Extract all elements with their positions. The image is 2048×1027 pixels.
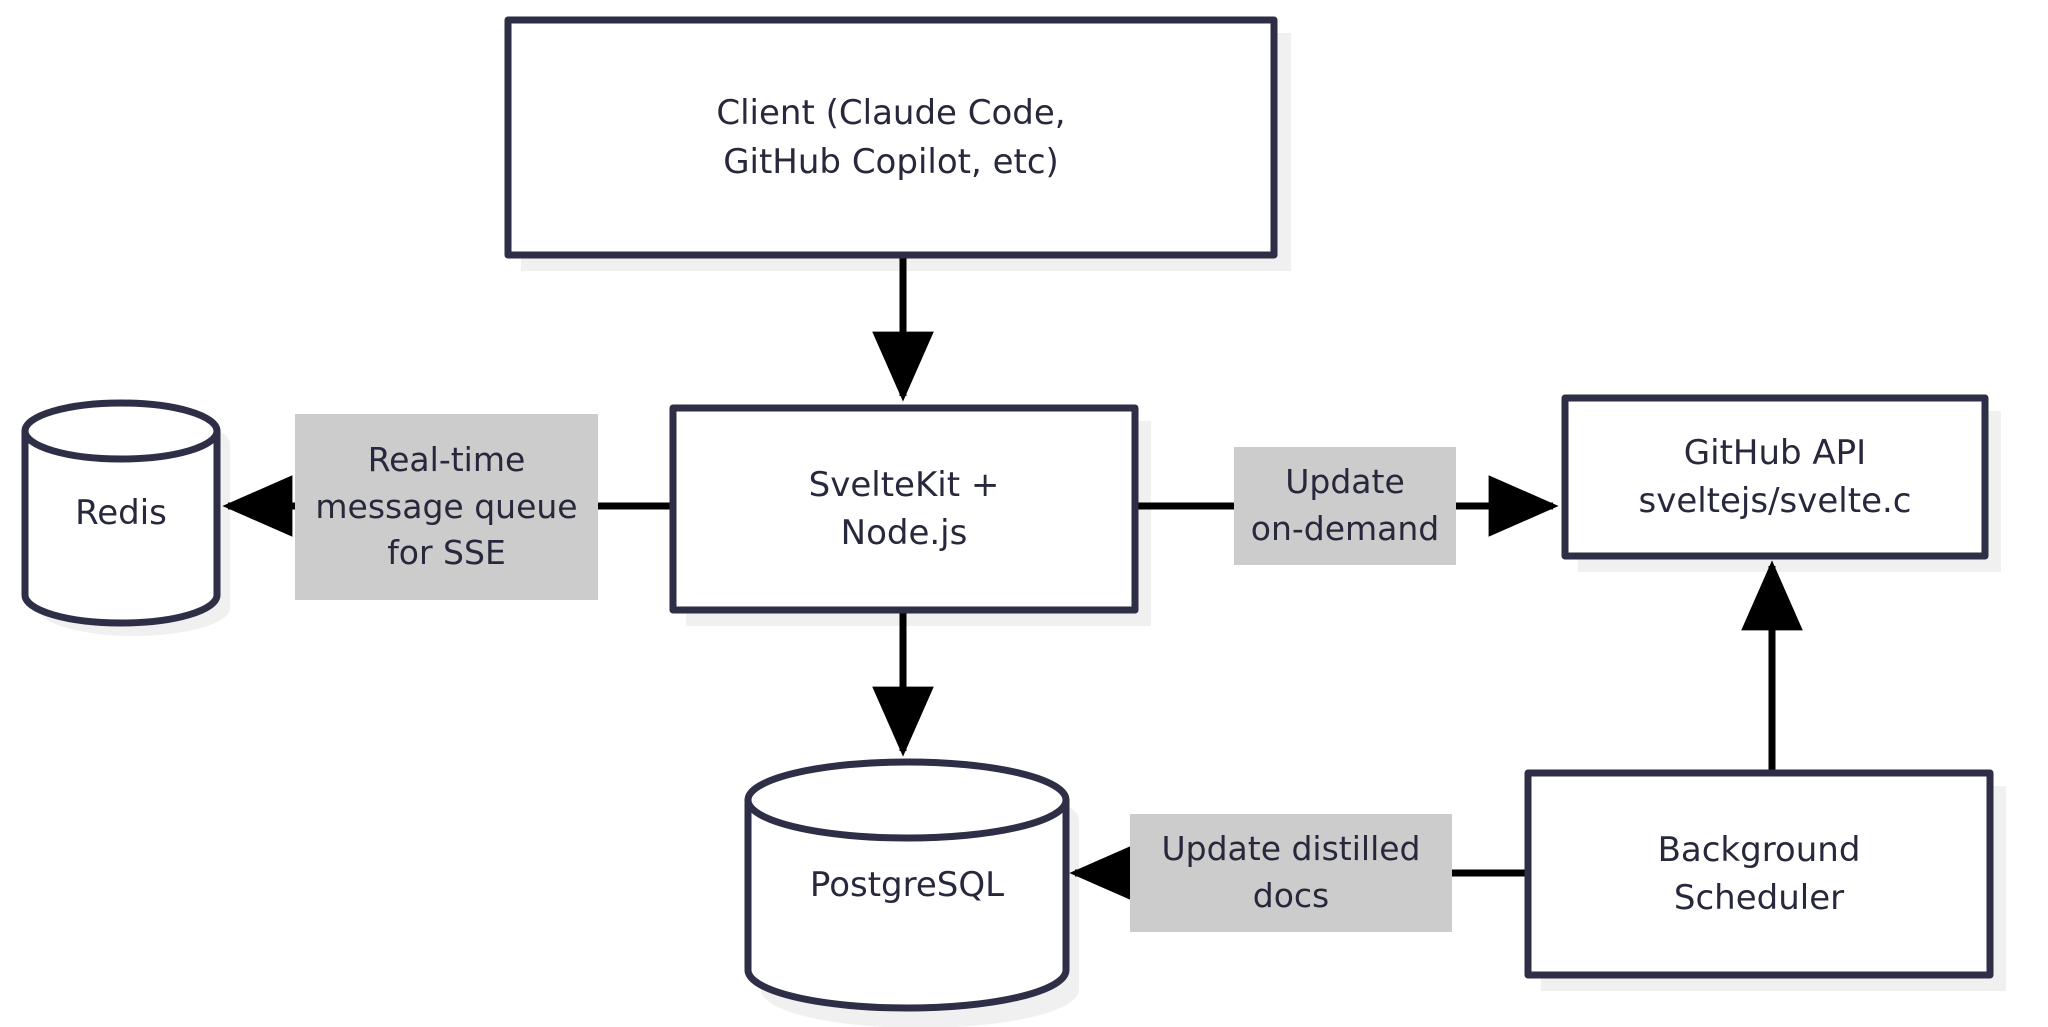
node-redis-label: Redis [25, 431, 217, 595]
node-github-api-label: GitHub API sveltejs/svelte.c [1565, 398, 1985, 556]
node-background-scheduler-line-2: Scheduler [1673, 878, 1845, 918]
node-sveltekit-line-2: Node.js [840, 513, 968, 553]
node-client-label: Client (Claude Code, GitHub Copilot, etc… [508, 20, 1274, 255]
node-background-scheduler-line-1: Background [1657, 829, 1861, 870]
edge-label-redis-line-2: message queue [315, 486, 578, 526]
node-redis-shape [21, 399, 221, 627]
edge-label-sveltekit-to-github-api: Update on-demand [1234, 447, 1456, 565]
node-client-line-1: Client (Claude Code, [716, 93, 1066, 134]
node-github-api-line-1: GitHub API [1683, 432, 1867, 473]
edge-label-docs-line-2: docs [1252, 876, 1330, 915]
node-redis-line-1: Redis [75, 492, 167, 533]
node-background-scheduler-shape [1524, 769, 1994, 979]
edge-label-redis-line-3: for SSE [387, 533, 506, 573]
edge-label-scheduler-to-postgresql: Update distilled docs [1130, 814, 1452, 932]
node-sveltekit-label: SvelteKit + Node.js [673, 408, 1135, 610]
node-client-shape [504, 16, 1278, 259]
edge-label-github-line-2: on-demand [1250, 509, 1440, 548]
node-github-api-shape [1561, 394, 1989, 560]
node-postgresql-line-1: PostgreSQL [809, 864, 1005, 905]
node-sveltekit-shape [669, 404, 1139, 614]
node-client-line-2: GitHub Copilot, etc) [723, 141, 1059, 182]
node-sveltekit-line-1: SvelteKit + [808, 464, 1000, 505]
node-outlines [21, 16, 1994, 1012]
edge-label-github-line-1: Update [1285, 462, 1405, 502]
node-postgresql-label: PostgreSQL [748, 800, 1066, 970]
node-background-scheduler-label: Background Scheduler [1528, 773, 1990, 975]
edge-label-sveltekit-to-redis: Real-time message queue for SSE [295, 414, 598, 600]
edge-label-docs-line-1: Update distilled [1161, 829, 1421, 869]
edge-label-redis-line-1: Real-time [367, 439, 526, 479]
node-postgresql-shape [744, 758, 1070, 1012]
node-github-api-line-2: sveltejs/svelte.c [1638, 481, 1912, 521]
